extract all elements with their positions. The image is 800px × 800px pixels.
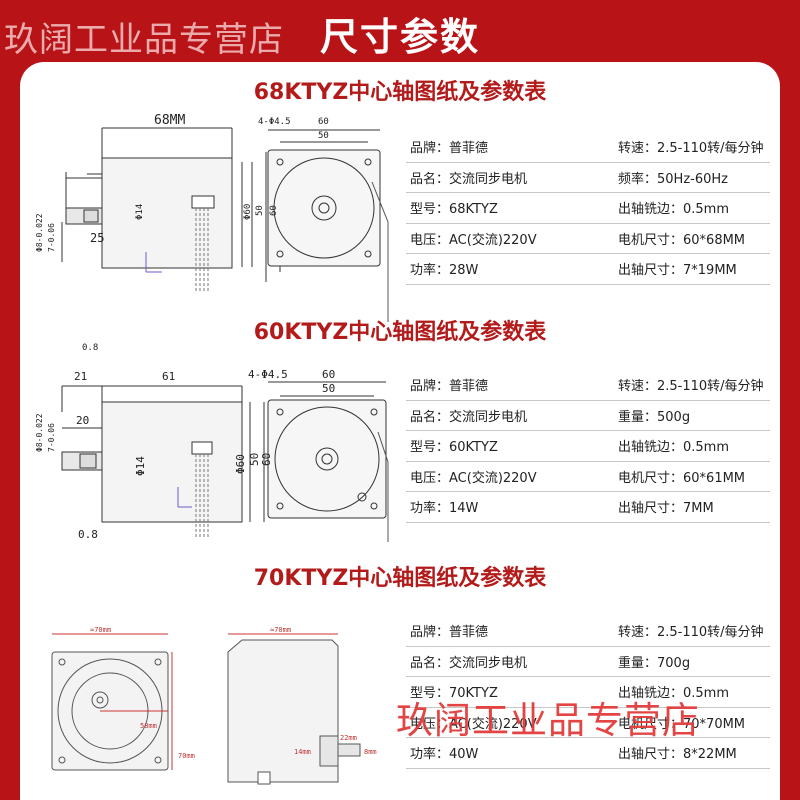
svg-text:7-0.06: 7-0.06 [47,423,56,452]
spec-row: 品名：交流同步电机重量：500g [406,400,770,431]
drawing-68ktyz: 68MM 25 4-Φ4.5 60 50 0.8 Φ14 Φ60 50 60 Φ… [35,113,389,352]
svg-text:60: 60 [260,453,273,466]
svg-text:60: 60 [322,368,335,381]
spec-table-70ktyz: 品牌：普菲德转速：2.5-110转/每分钟 品名：交流同步电机重量：700g 型… [406,616,770,769]
svg-text:50: 50 [322,382,335,395]
spec-cell: 出轴铣边：0.5mm [614,192,770,224]
spec-cell: 功率：28W [406,253,614,285]
drawing-60ktyz: 21 61 20 4-Φ4.5 60 50 0.8 Φ14 Φ60 50 60 … [35,368,389,542]
svg-text:50: 50 [248,453,261,466]
watermark-top: 玖阔工业品专营店 [4,20,284,60]
spec-cell: 出轴尺寸：8*22MM [614,737,770,769]
spec-cell: 品名：交流同步电机 [406,162,614,193]
spec-cell: 电压：AC(交流)220V [406,461,614,492]
svg-text:58mm: 58mm [140,722,157,730]
svg-text:50: 50 [318,131,329,141]
spec-cell: 出轴铣边：0.5mm [614,430,770,462]
svg-text:Φ8-0.022: Φ8-0.022 [35,413,44,452]
svg-text:14mm: 14mm [294,748,311,756]
svg-text:≈70mm: ≈70mm [90,626,111,634]
svg-text:61: 61 [162,370,175,383]
svg-text:25: 25 [90,231,104,245]
svg-text:Φ14: Φ14 [134,456,147,476]
content-panel: 68KTYZ中心轴图纸及参数表 [20,62,780,800]
spec-cell: 出轴尺寸：7*19MM [614,253,770,285]
spec-cell: 型号：70KTYZ [406,676,614,708]
svg-text:Φ60: Φ60 [243,204,253,220]
spec-cell: 电机尺寸：60*68MM [614,223,770,254]
svg-text:20: 20 [76,414,89,427]
svg-text:21: 21 [74,370,87,383]
watermark-bottom: 玖阔工业品专营店 [396,699,700,742]
spec-cell: 转速：2.5-110转/每分钟 [614,370,770,401]
spec-cell: 出轴尺寸：7MM [614,491,770,523]
spec-cell: 品牌：普菲德 [406,616,614,647]
spec-cell: 电压：AC(交流)220V [406,707,614,738]
spec-row: 品牌：普菲德转速：2.5-110转/每分钟 [406,132,770,163]
spec-cell: 品名：交流同步电机 [406,400,614,431]
spec-cell: 重量：700g [614,646,770,677]
spec-cell: 转速：2.5-110转/每分钟 [614,616,770,647]
svg-text:0.8: 0.8 [82,343,98,352]
svg-text:8mm: 8mm [364,748,377,756]
spec-cell: 电压：AC(交流)220V [406,223,614,254]
spec-cell: 型号：68KTYZ [406,192,614,224]
spec-cell: 品名：交流同步电机 [406,646,614,677]
spec-cell: 重量：500g [614,400,770,431]
section-title-68ktyz: 68KTYZ中心轴图纸及参数表 [253,80,547,105]
svg-text:22mm: 22mm [340,734,357,742]
spec-cell: 型号：60KTYZ [406,430,614,462]
spec-cell: 出轴铣边：0.5mm [614,676,770,708]
svg-text:0.8: 0.8 [78,528,98,541]
svg-text:4-Φ4.5: 4-Φ4.5 [258,117,291,127]
svg-text:60: 60 [269,205,279,216]
spec-cell: 品牌：普菲德 [406,132,614,163]
svg-text:Φ60: Φ60 [234,454,247,474]
svg-text:Φ14: Φ14 [135,204,145,220]
svg-text:Φ8-0.022: Φ8-0.022 [35,213,44,252]
spec-table-60ktyz: 品牌：普菲德转速：2.5-110转/每分钟 品名：交流同步电机重量：500g 型… [406,370,770,523]
spec-cell: 功率：40W [406,737,614,769]
spec-cell: 品牌：普菲德 [406,370,614,401]
spec-cell: 转速：2.5-110转/每分钟 [614,132,770,163]
svg-text:68MM: 68MM [154,113,185,128]
spec-cell: 电机尺寸：70*70MM [614,707,770,738]
spec-row: 品牌：普菲德转速：2.5-110转/每分钟 [406,616,770,647]
spec-table-68ktyz: 品牌：普菲德转速：2.5-110转/每分钟 品名：交流同步电机频率：50Hz-6… [406,132,770,285]
drawing-70ktyz: ≈70mm 58mm 70mm ≈70mm 22mm 14mm 8mm [51,626,377,785]
spec-cell: 功率：14W [406,491,614,523]
section-title-60ktyz: 60KTYZ中心轴图纸及参数表 [253,320,547,345]
svg-text:4-Φ4.5: 4-Φ4.5 [248,368,288,381]
svg-text:50: 50 [255,205,265,216]
spec-row: 品牌：普菲德转速：2.5-110转/每分钟 [406,370,770,401]
svg-text:≈70mm: ≈70mm [270,626,291,634]
spec-cell: 频率：50Hz-60Hz [614,162,770,193]
spec-row: 品名：交流同步电机频率：50Hz-60Hz [406,162,770,193]
svg-text:7-0.06: 7-0.06 [47,223,56,252]
spec-row: 品名：交流同步电机重量：700g [406,646,770,677]
svg-text:60: 60 [318,117,329,127]
spec-cell: 电机尺寸：60*61MM [614,461,770,492]
svg-text:70mm: 70mm [178,752,195,760]
section-title-70ktyz: 70KTYZ中心轴图纸及参数表 [253,566,547,591]
page-title: 尺寸参数 [319,15,480,59]
